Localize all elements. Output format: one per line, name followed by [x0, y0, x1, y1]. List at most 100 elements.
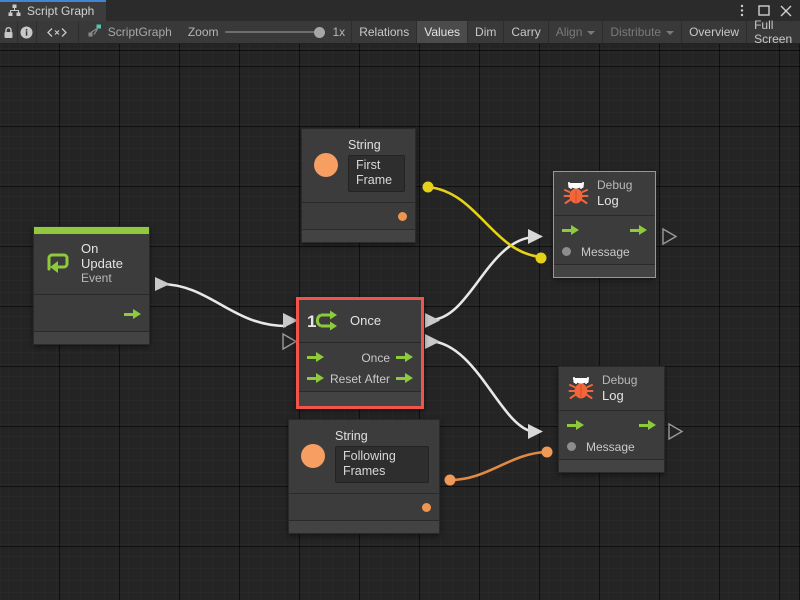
node-title: Log [602, 388, 624, 403]
node-on-update[interactable]: On Update Event [33, 226, 150, 345]
value-in-port-icon[interactable] [562, 247, 571, 256]
node-titles: Debug Log [597, 178, 632, 208]
breadcrumb[interactable]: ScriptGraph [84, 21, 182, 43]
port-row-output-value[interactable] [302, 203, 415, 229]
toolbar-button-relations[interactable]: Relations [351, 21, 416, 43]
port-label-message: Message [586, 439, 635, 454]
port-arrow-once-out-once[interactable] [425, 313, 440, 328]
toolbar-button-overview[interactable]: Overview [681, 21, 746, 43]
graph-edges-layer [155, 181, 684, 486]
node-footer [289, 520, 439, 533]
graph-canvas[interactable]: On Update Event 1 [0, 44, 800, 600]
node-header: String Following Frames [289, 420, 439, 493]
string-value-input[interactable]: Following Frames [335, 446, 429, 483]
lock-icon[interactable] [0, 21, 19, 43]
port-in-reset[interactable]: Reset [307, 372, 361, 386]
node-ports: Message [559, 411, 664, 459]
edge-once-to-debug-log-2[interactable] [429, 339, 535, 434]
bug-icon [562, 179, 590, 207]
flow-out-arrow-icon[interactable] [396, 352, 413, 363]
toolbar-button-full-screen[interactable]: Full Screen [746, 18, 800, 46]
tab-bar-empty-space [106, 0, 728, 21]
port-row-reset-after[interactable]: Reset After [299, 368, 421, 389]
toolbar-button-carry[interactable]: Carry [503, 21, 547, 43]
node-title: On Update [81, 241, 123, 271]
svg-text:1: 1 [307, 312, 316, 331]
node-divider [299, 342, 421, 343]
node-titles: Once [350, 313, 381, 328]
flow-out-arrow-icon[interactable] [639, 420, 656, 431]
port-row-message[interactable]: Message [559, 436, 664, 457]
flow-out-arrow-icon[interactable] [630, 225, 647, 236]
edge-on-update-to-once[interactable] [159, 282, 287, 328]
port-nub-debug-log-2-flow-out[interactable] [668, 422, 684, 441]
port-row-flow[interactable] [554, 220, 655, 241]
node-footer [559, 459, 664, 472]
flow-out-arrow-icon[interactable] [124, 308, 141, 320]
port-out-after[interactable]: After [365, 372, 413, 386]
value-in-port-icon[interactable] [567, 442, 576, 451]
edge-endpoint-string-first-frame[interactable] [422, 181, 434, 193]
port-arrow-on-update-out[interactable] [155, 277, 170, 291]
value-out-port-icon[interactable] [398, 212, 407, 221]
code-brackets-icon[interactable] [37, 21, 79, 43]
node-string-first-frame[interactable]: String First Frame [301, 128, 416, 243]
node-title: Log [597, 193, 619, 208]
node-header: On Update Event [34, 234, 149, 294]
tab-script-graph[interactable]: Script Graph [0, 0, 107, 21]
flow-out-arrow-icon[interactable] [396, 373, 413, 384]
port-arrow-once-in[interactable] [283, 313, 298, 328]
edge-string-first-frame-to-message[interactable] [427, 185, 542, 259]
port-nub-debug-log-1-flow-out[interactable] [662, 227, 678, 246]
port-arrow-once-out-after[interactable] [425, 334, 440, 349]
flow-in-arrow-icon[interactable] [567, 420, 584, 431]
node-once[interactable]: 1 Once [296, 297, 424, 409]
window-tab-bar: Script Graph [0, 0, 800, 21]
flow-in-arrow-icon[interactable] [307, 373, 324, 384]
node-ports: Message [554, 216, 655, 264]
edge-string-following-frames-to-message[interactable] [449, 450, 548, 482]
flow-in-arrow-icon[interactable] [562, 225, 579, 236]
port-arrow-debug-log-1-flow-in[interactable] [528, 229, 543, 244]
toolbar-button-distribute[interactable]: Distribute [602, 21, 681, 43]
node-divider [289, 493, 439, 494]
node-string-following-frames[interactable]: String Following Frames [288, 419, 440, 534]
port-row-output-value[interactable] [289, 494, 439, 520]
string-value-input[interactable]: First Frame [348, 155, 405, 192]
port-row-message[interactable]: Message [554, 241, 655, 262]
maximize-icon[interactable] [758, 5, 770, 17]
toolbar-button-align[interactable]: Align [547, 21, 603, 43]
edge-endpoint-debug-log-2-message[interactable] [541, 446, 553, 458]
info-icon[interactable] [18, 21, 37, 43]
kebab-menu-icon[interactable] [736, 4, 748, 17]
port-row-flow[interactable] [559, 415, 664, 436]
port-label-once: Once [361, 350, 390, 365]
string-value-icon [301, 444, 325, 468]
toolbar-button-label: Full Screen [754, 18, 793, 46]
toolbar-button-dim[interactable]: Dim [467, 21, 503, 43]
edge-endpoint-debug-log-1-message[interactable] [535, 252, 547, 264]
port-row-output-flow[interactable] [34, 299, 149, 329]
node-divider [559, 410, 664, 411]
zoom-slider[interactable] [224, 25, 325, 39]
port-out-once[interactable]: Once [361, 351, 413, 365]
toolbar-button-values[interactable]: Values [416, 21, 468, 43]
node-debug-log-1[interactable]: Debug Log Message [553, 171, 656, 278]
node-divider [302, 202, 415, 203]
port-nub-once-reset-in[interactable] [282, 332, 298, 351]
zoom-value: 1x [332, 25, 346, 39]
port-in-flow[interactable] [307, 352, 324, 363]
breadcrumb-label: ScriptGraph [107, 25, 172, 39]
flow-in-arrow-icon[interactable] [307, 352, 324, 363]
port-arrow-debug-log-2-flow-in[interactable] [528, 424, 543, 439]
node-titles: On Update Event [81, 241, 139, 286]
node-footer [34, 331, 149, 344]
edge-endpoint-string-following-frames[interactable] [444, 474, 456, 486]
node-debug-log-2[interactable]: Debug Log Message [558, 366, 665, 473]
close-icon[interactable] [780, 5, 792, 17]
port-row-flow[interactable]: Once [299, 347, 421, 368]
zoom-slider-knob[interactable] [313, 26, 325, 38]
value-out-port-icon[interactable] [422, 503, 431, 512]
edge-once-to-debug-log-1[interactable] [429, 235, 535, 322]
